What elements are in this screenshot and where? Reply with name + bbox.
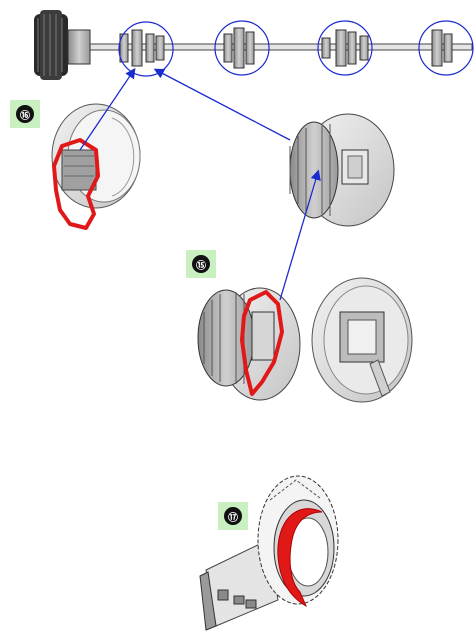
bracket-part <box>199 475 339 631</box>
callout-badge-17: ⑰ <box>218 502 248 530</box>
arrow-16-to-shaft <box>79 67 136 151</box>
callout-circles <box>118 20 474 77</box>
highlight-outline-17 <box>277 508 323 608</box>
shaft-end-knob <box>34 10 91 80</box>
arrow-15-to-pulley <box>279 169 321 301</box>
callout-label-15: ⑮ <box>192 255 210 273</box>
highlight-outline-16 <box>52 138 100 230</box>
callout-label-17: ⑰ <box>224 507 242 525</box>
highlight-outline-15 <box>240 290 284 396</box>
callout-badge-15: ⑮ <box>186 250 216 278</box>
collar-part <box>51 103 141 230</box>
bushing-part <box>311 277 413 403</box>
shaft-assembly <box>34 10 474 80</box>
arrow-pulley-to-shaft <box>153 68 291 141</box>
arrows <box>79 67 321 301</box>
pulley-part-front <box>197 287 301 401</box>
pulley-part-assembled <box>289 113 395 227</box>
callout-label-16: ⑯ <box>16 105 34 123</box>
callout-badge-16: ⑯ <box>10 100 40 128</box>
shaft-collars <box>119 27 453 69</box>
